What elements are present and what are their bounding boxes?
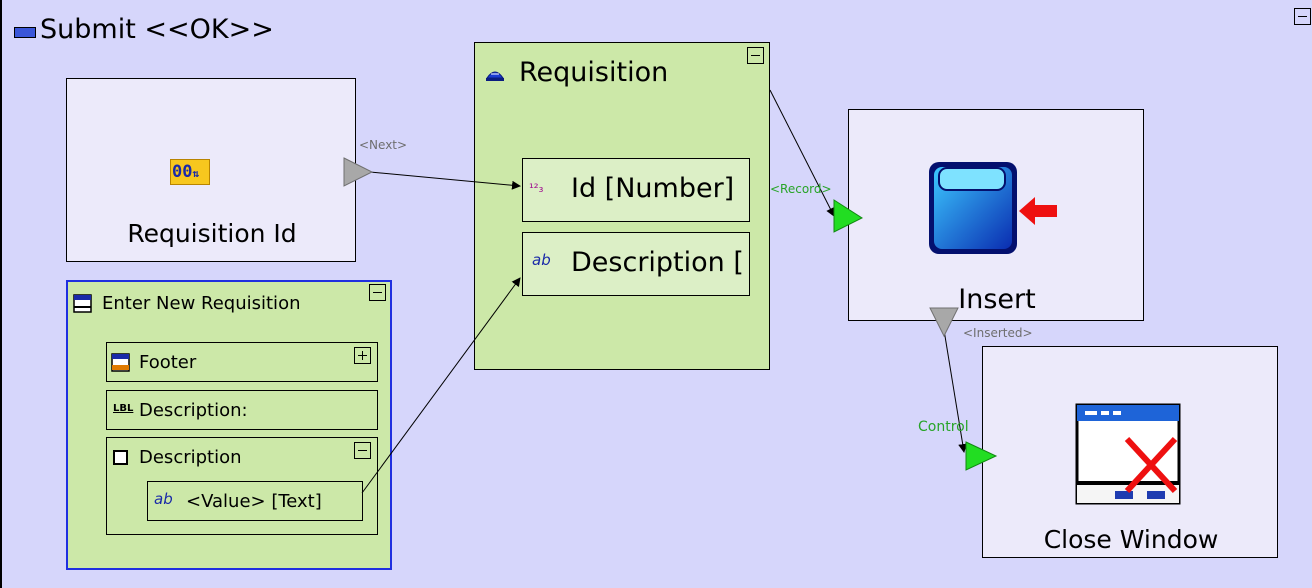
canvas-collapse-button[interactable] [1294, 8, 1311, 25]
requisition-collapse-button[interactable] [747, 47, 764, 64]
number-field-icon: ¹²₃ [529, 181, 544, 195]
insert-arrow-icon [1019, 197, 1057, 225]
text-field-icon: ab [154, 490, 173, 508]
description-input-item[interactable]: Description ab <Value> [Text] [106, 437, 378, 535]
value-connector[interactable] [361, 277, 521, 494]
requisition-id-node[interactable]: 00⇅ Requisition Id [66, 78, 356, 262]
requisition-entity-label: Requisition [519, 57, 669, 88]
insert-label: Insert [958, 284, 1036, 315]
field-label: Description [ [571, 247, 744, 278]
text-field-icon: ab [532, 251, 551, 269]
checkbox-icon [113, 450, 128, 465]
enter-new-requisition-window[interactable]: Enter New Requisition Footer LBL Descrip… [66, 280, 392, 570]
field-id-number[interactable]: ¹²₃ Id [Number] [522, 158, 750, 222]
close-window-label: Close Window [1043, 525, 1219, 554]
label-icon: LBL [113, 403, 134, 414]
footer-icon [111, 353, 130, 372]
record-connector[interactable] [769, 89, 835, 217]
footer-label: Footer [139, 352, 197, 373]
record-connector-label: <Record> [770, 182, 832, 196]
counter-icon: 00⇅ [170, 159, 210, 185]
next-connector[interactable] [369, 171, 521, 190]
insert-node[interactable]: Insert [848, 109, 1144, 321]
footer-expand-button[interactable] [354, 347, 371, 364]
counter-icon-text: 00 [172, 162, 193, 182]
diagram-title: Submit <<OK>> [40, 14, 274, 45]
footer-item[interactable]: Footer [106, 342, 378, 382]
entity-icon [486, 71, 504, 81]
description-label-text: Description: [139, 400, 248, 421]
window-icon [73, 294, 92, 313]
next-connector-label: <Next> [359, 138, 408, 152]
requisition-entity[interactable]: Requisition ¹²₃ Id [Number] ab Descripti… [474, 42, 770, 370]
next-port[interactable] [343, 157, 374, 187]
value-field[interactable]: ab <Value> [Text] [147, 481, 363, 521]
close-window-icon [1075, 403, 1181, 505]
description-label-item[interactable]: LBL Description: [106, 390, 378, 430]
value-field-label: <Value> [Text] [186, 491, 322, 512]
close-window-node[interactable]: Close Window [982, 346, 1278, 558]
description-input-label: Description [139, 447, 242, 468]
field-label: Id [Number] [571, 173, 735, 204]
flow-icon [14, 27, 36, 38]
record-port[interactable] [833, 199, 864, 233]
inserted-connector[interactable] [943, 329, 968, 453]
inserted-connector-label: <Inserted> [963, 326, 1033, 340]
field-description[interactable]: ab Description [ [522, 232, 750, 296]
database-insert-icon [929, 162, 1017, 254]
control-port[interactable] [965, 441, 998, 471]
window-label: Enter New Requisition [102, 293, 301, 314]
inserted-port[interactable] [929, 307, 959, 338]
description-collapse-button[interactable] [354, 442, 371, 459]
requisition-id-label: Requisition Id [127, 219, 297, 248]
window-collapse-button[interactable] [369, 284, 386, 301]
control-connector-label: Control [918, 419, 969, 435]
